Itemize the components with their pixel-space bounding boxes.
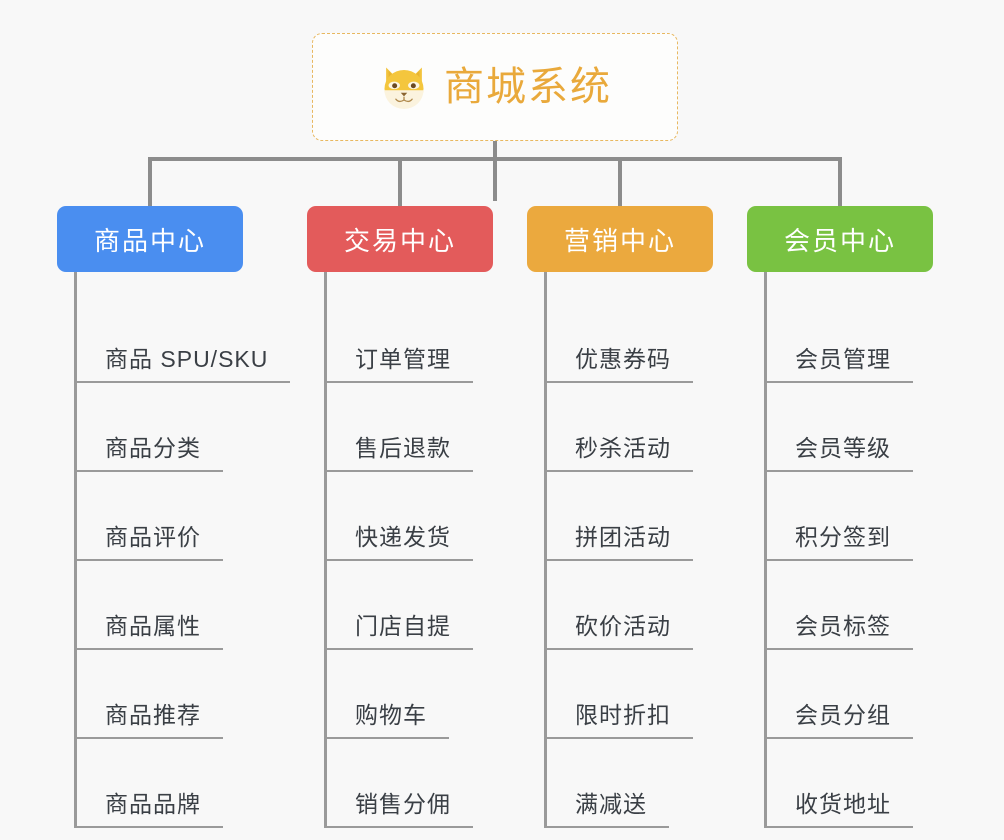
- leaf-item[interactable]: 商品推荐: [77, 650, 243, 739]
- leaf-item-underline: 商品分类: [77, 435, 223, 472]
- branch-header-label: 交易中心: [343, 225, 456, 256]
- branch-header-button[interactable]: 商品中心: [57, 206, 243, 272]
- leaf-item-label: 订单管理: [355, 346, 451, 373]
- branch-column: 交易中心订单管理售后退款快递发货门店自提购物车销售分佣: [307, 206, 493, 828]
- leaf-item-label: 砍价活动: [575, 613, 671, 640]
- leaf-item-underline: 商品品牌: [77, 791, 223, 828]
- leaf-item-underline: 会员标签: [767, 613, 913, 650]
- branch-drop-line-1: [148, 157, 152, 207]
- leaf-item-label: 门店自提: [355, 613, 451, 640]
- leaf-item[interactable]: 会员标签: [767, 561, 933, 650]
- leaf-item-underline: 订单管理: [327, 346, 473, 383]
- leaf-item[interactable]: 会员分组: [767, 650, 933, 739]
- leaf-item-underline: 会员等级: [767, 435, 913, 472]
- leaf-item[interactable]: 售后退款: [327, 383, 493, 472]
- branch-drop-line-3: [618, 157, 622, 207]
- leaf-item-underline: 积分签到: [767, 524, 913, 561]
- leaf-item[interactable]: 快递发货: [327, 472, 493, 561]
- leaf-item-label: 销售分佣: [355, 791, 451, 818]
- branch-spine: 订单管理售后退款快递发货门店自提购物车销售分佣: [324, 272, 493, 828]
- leaf-item-label: 商品品牌: [105, 791, 201, 818]
- branch-column: 会员中心会员管理会员等级积分签到会员标签会员分组收货地址: [747, 206, 933, 828]
- branch-header-button[interactable]: 会员中心: [747, 206, 933, 272]
- root-stem-line: [493, 141, 497, 201]
- leaf-item[interactable]: 商品分类: [77, 383, 243, 472]
- leaf-item-underline: 售后退款: [327, 435, 473, 472]
- leaf-item-label: 商品 SPU/SKU: [105, 346, 269, 373]
- leaf-item-label: 购物车: [355, 702, 427, 729]
- leaf-item-label: 收货地址: [795, 791, 891, 818]
- leaf-item-underline: 门店自提: [327, 613, 473, 650]
- leaf-item[interactable]: 秒杀活动: [547, 383, 713, 472]
- leaf-item[interactable]: 商品品牌: [77, 739, 243, 828]
- branch-spine: 优惠券码秒杀活动拼团活动砍价活动限时折扣满减送: [544, 272, 713, 828]
- branch-column: 营销中心优惠券码秒杀活动拼团活动砍价活动限时折扣满减送: [527, 206, 713, 828]
- leaf-item-label: 会员标签: [795, 613, 891, 640]
- branch-header-label: 商品中心: [93, 225, 206, 256]
- leaf-item[interactable]: 商品评价: [77, 472, 243, 561]
- leaf-item-underline: 快递发货: [327, 524, 473, 561]
- root-title: 商城系统: [444, 65, 612, 109]
- leaf-item-underline: 销售分佣: [327, 791, 473, 828]
- leaf-item[interactable]: 商品属性: [77, 561, 243, 650]
- branch-bus-line: [148, 157, 842, 161]
- leaf-item-label: 售后退款: [355, 435, 451, 462]
- leaf-item-underline: 拼团活动: [547, 524, 693, 561]
- leaf-item-underline: 限时折扣: [547, 702, 693, 739]
- leaf-item-underline: 秒杀活动: [547, 435, 693, 472]
- leaf-item[interactable]: 满减送: [547, 739, 713, 828]
- leaf-item[interactable]: 积分签到: [767, 472, 933, 561]
- leaf-item[interactable]: 收货地址: [767, 739, 933, 828]
- root-node[interactable]: 商城系统: [312, 33, 678, 141]
- leaf-item-label: 会员分组: [795, 702, 891, 729]
- branch-drop-line-2: [398, 157, 402, 207]
- leaf-item[interactable]: 砍价活动: [547, 561, 713, 650]
- shiba-dog-face-icon: [384, 67, 424, 109]
- leaf-item-label: 优惠券码: [575, 346, 671, 373]
- branch-drop-line-4: [838, 157, 842, 207]
- leaf-item-label: 商品属性: [105, 613, 201, 640]
- leaf-item-underline: 优惠券码: [547, 346, 693, 383]
- leaf-item-label: 商品评价: [105, 524, 201, 551]
- branch-header-button[interactable]: 营销中心: [527, 206, 713, 272]
- leaf-item-underline: 购物车: [327, 702, 449, 739]
- leaf-item-label: 拼团活动: [575, 524, 671, 551]
- leaf-item-underline: 砍价活动: [547, 613, 693, 650]
- branch-spine: 商品 SPU/SKU 商品分类商品评价商品属性商品推荐商品品牌: [74, 272, 291, 828]
- leaf-item[interactable]: 优惠券码: [547, 294, 713, 383]
- leaf-item-label: 快递发货: [355, 524, 451, 551]
- leaf-item-underline: 商品评价: [77, 524, 223, 561]
- leaf-item-label: 限时折扣: [575, 702, 671, 729]
- branch-header-button[interactable]: 交易中心: [307, 206, 493, 272]
- leaf-item-label: 会员等级: [795, 435, 891, 462]
- leaf-item[interactable]: 订单管理: [327, 294, 493, 383]
- leaf-item[interactable]: 会员等级: [767, 383, 933, 472]
- branch-spine: 会员管理会员等级积分签到会员标签会员分组收货地址: [764, 272, 933, 828]
- branch-column: 商品中心商品 SPU/SKU 商品分类商品评价商品属性商品推荐商品品牌: [57, 206, 291, 828]
- leaf-item-label: 满减送: [575, 791, 647, 818]
- leaf-item-label: 秒杀活动: [575, 435, 671, 462]
- leaf-item-underline: 商品推荐: [77, 702, 223, 739]
- leaf-item-underline: 满减送: [547, 791, 669, 828]
- leaf-item-underline: 商品属性: [77, 613, 223, 650]
- branch-header-label: 营销中心: [563, 225, 676, 256]
- leaf-item[interactable]: 门店自提: [327, 561, 493, 650]
- leaf-item[interactable]: 购物车: [327, 650, 493, 739]
- leaf-item-underline: 会员管理: [767, 346, 913, 383]
- leaf-item-label: 积分签到: [795, 524, 891, 551]
- leaf-item[interactable]: 销售分佣: [327, 739, 493, 828]
- branch-header-label: 会员中心: [783, 225, 896, 256]
- leaf-item-label: 商品分类: [105, 435, 201, 462]
- leaf-item[interactable]: 拼团活动: [547, 472, 713, 561]
- leaf-item-label: 商品推荐: [105, 702, 201, 729]
- leaf-item-underline: 收货地址: [767, 791, 913, 828]
- leaf-item-underline: 商品 SPU/SKU: [77, 346, 291, 383]
- leaf-item-label: 会员管理: [795, 346, 891, 373]
- leaf-item[interactable]: 商品 SPU/SKU: [77, 294, 291, 383]
- leaf-item[interactable]: 限时折扣: [547, 650, 713, 739]
- leaf-item-underline: 会员分组: [767, 702, 913, 739]
- leaf-item[interactable]: 会员管理: [767, 294, 933, 383]
